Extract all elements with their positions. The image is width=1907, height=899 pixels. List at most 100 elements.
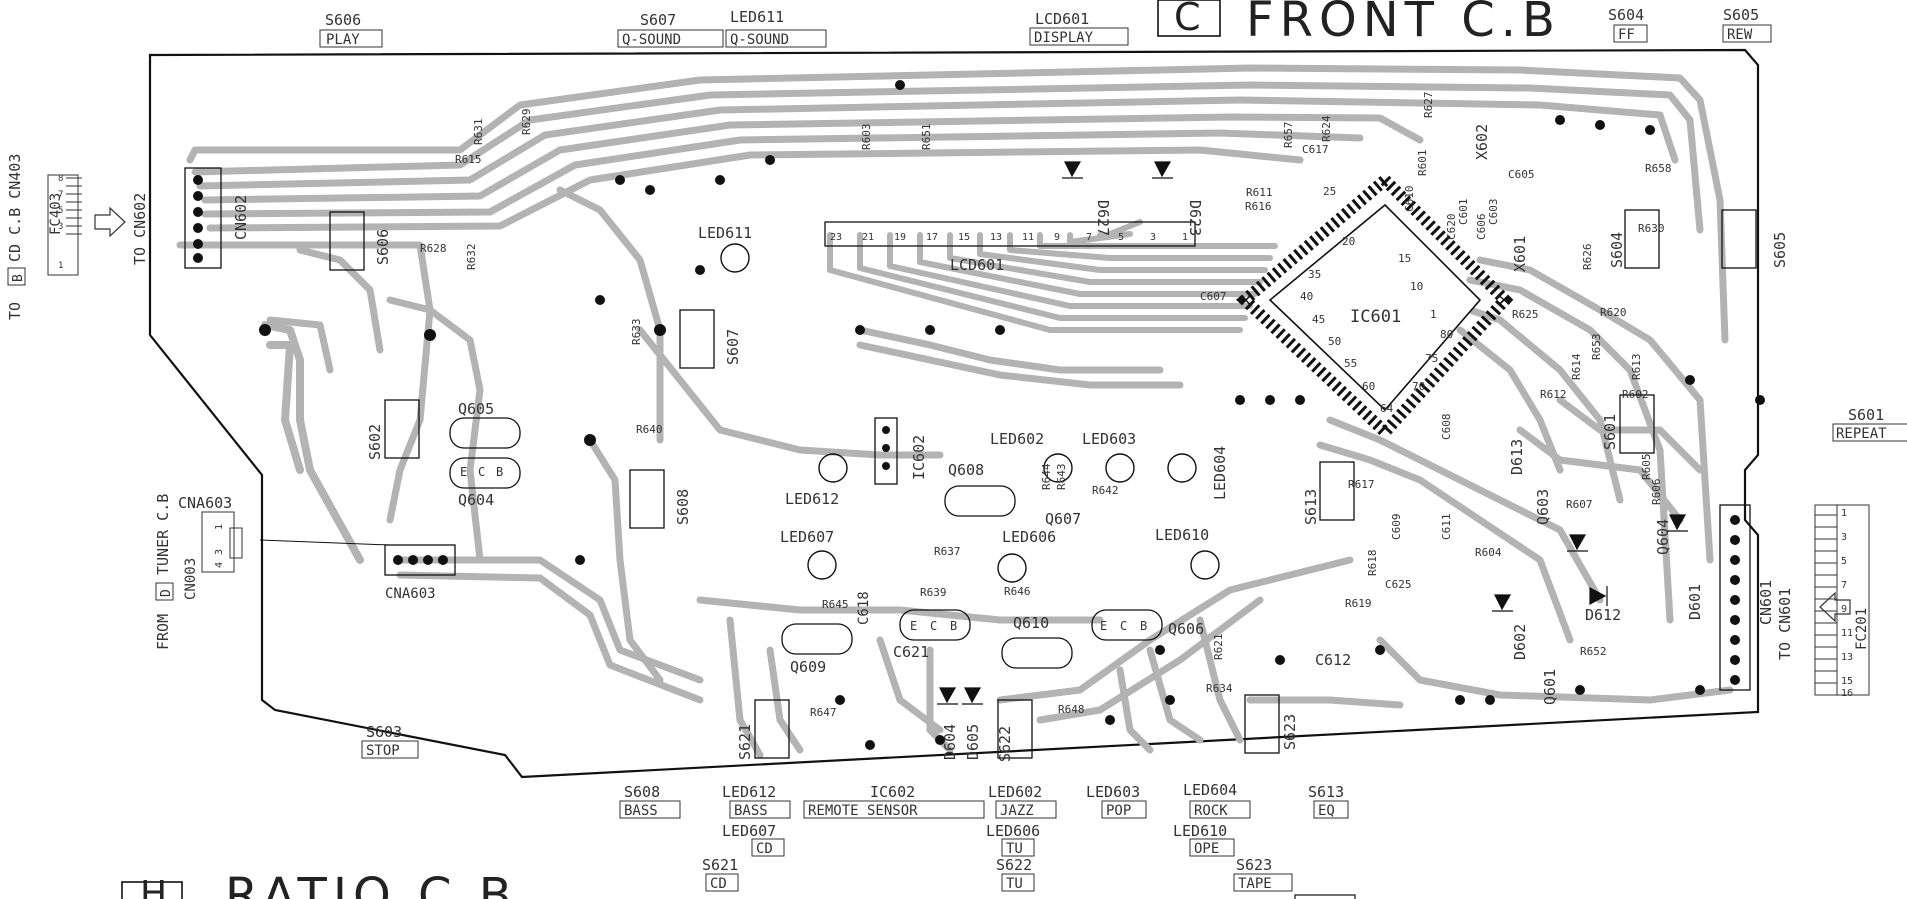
svg-text:S621: S621 xyxy=(736,724,754,760)
svg-text:D604: D604 xyxy=(941,724,959,760)
svg-text:R601: R601 xyxy=(1416,150,1429,177)
svg-text:R628: R628 xyxy=(420,242,447,255)
bottom-ref-led607: LED607 xyxy=(722,822,776,840)
board-title: C FRONT C.B xyxy=(1157,0,1561,48)
svg-text:E: E xyxy=(910,619,917,633)
bottom-func-ope: OPE xyxy=(1194,841,1219,857)
svg-text:C610: C610 xyxy=(1403,186,1416,213)
bottom-ref-led604: LED604 xyxy=(1183,781,1237,799)
svg-text:9: 9 xyxy=(1841,604,1847,615)
svg-text:1: 1 xyxy=(58,261,63,271)
svg-text:Q610: Q610 xyxy=(1013,614,1049,632)
svg-text:R616: R616 xyxy=(1245,200,1272,213)
svg-text:C621: C621 xyxy=(893,643,929,661)
top-func-q-sound-1: Q-SOUND xyxy=(622,32,681,48)
ic602-board-label: IC602 xyxy=(910,435,928,480)
bottom-ref-ic602: IC602 xyxy=(870,783,915,801)
svg-text:R645: R645 xyxy=(822,598,849,611)
side-label-group: S601 REPEAT S603 STOP xyxy=(361,406,1907,759)
svg-text:R658: R658 xyxy=(1645,162,1672,175)
bottom-title-name: RATIO C.B xyxy=(225,868,518,899)
svg-text:D605: D605 xyxy=(964,724,982,760)
cn601-board-label: CN601 xyxy=(1757,580,1775,625)
svg-text:3: 3 xyxy=(1150,232,1156,243)
svg-text:C607: C607 xyxy=(1200,290,1227,303)
bottom-label-group: S608 BASS LED612 BASS IC602 REMOTE SENSO… xyxy=(619,781,1349,892)
svg-text:X601: X601 xyxy=(1511,236,1529,272)
cna603-side-pins: 1 3 4 xyxy=(214,524,225,568)
capacitor-board-labels: C617 C610 C605 C620 C606 C607 C608 C609 … xyxy=(856,143,1535,669)
cd-cb-text: CD C.B CN403 xyxy=(6,154,24,262)
svg-text:LED604: LED604 xyxy=(1211,446,1229,500)
svg-text:R639: R639 xyxy=(920,586,947,599)
svg-text:D627: D627 xyxy=(1094,200,1112,236)
svg-text:7: 7 xyxy=(58,190,63,200)
top-func-q-sound-2: Q-SOUND xyxy=(730,32,789,48)
solder-pads xyxy=(259,80,1765,750)
svg-text:23: 23 xyxy=(830,232,842,243)
svg-text:R640: R640 xyxy=(636,423,663,436)
from-tuner-label: FROM xyxy=(154,614,172,650)
svg-text:R652: R652 xyxy=(1580,645,1607,658)
svg-text:R617: R617 xyxy=(1348,478,1375,491)
top-ref-s607: S607 xyxy=(640,11,676,29)
svg-text:Q606: Q606 xyxy=(1168,620,1204,638)
svg-text:C611: C611 xyxy=(1440,514,1453,541)
bottom-func-pop: POP xyxy=(1106,803,1131,819)
svg-text:13: 13 xyxy=(1841,652,1853,663)
transistor-footprints xyxy=(449,417,1163,669)
bottom-ref-led612: LED612 xyxy=(722,783,776,801)
svg-text:7: 7 xyxy=(1841,580,1847,591)
bottom-func-remote-sensor: REMOTE SENSOR xyxy=(808,803,918,819)
bottom-ref-led610: LED610 xyxy=(1173,822,1227,840)
copper-traces xyxy=(176,64,1734,759)
svg-text:R651: R651 xyxy=(920,124,933,151)
svg-text:D623: D623 xyxy=(1186,200,1204,236)
svg-text:S605: S605 xyxy=(1771,232,1789,268)
svg-text:R615: R615 xyxy=(455,153,482,166)
ic601-pin-60: 60 xyxy=(1362,380,1375,393)
svg-text:R625: R625 xyxy=(1512,308,1539,321)
svg-text:16: 16 xyxy=(1841,688,1853,699)
side-ref-s601: S601 xyxy=(1848,406,1884,424)
to-cn602-label: TO CN602 xyxy=(131,193,149,265)
ic601-pin-25: 25 xyxy=(1323,185,1336,198)
side-func-repeat: REPEAT xyxy=(1836,426,1887,442)
top-func-ff: FF xyxy=(1618,27,1635,43)
svg-text:LED612: LED612 xyxy=(785,490,839,508)
svg-text:Q607: Q607 xyxy=(1045,510,1081,528)
to-cn601-label: TO CN601 xyxy=(1776,588,1794,660)
svg-text:R606: R606 xyxy=(1650,479,1663,506)
side-func-stop: STOP xyxy=(366,743,400,759)
cn602-connector: CN602 xyxy=(184,167,250,269)
title-name: FRONT C.B xyxy=(1246,0,1561,48)
svg-text:R613: R613 xyxy=(1630,354,1643,381)
ic601-chip: IC601 20 35 40 45 50 55 60 64 70 75 80 1… xyxy=(1236,171,1514,441)
svg-text:C: C xyxy=(478,465,485,479)
svg-text:C609: C609 xyxy=(1390,514,1403,541)
cn601-connector: CN601 xyxy=(1719,504,1775,691)
cd-arrow-icon xyxy=(94,206,126,238)
top-ref-s604: S604 xyxy=(1608,6,1644,24)
bottom-ref-led606: LED606 xyxy=(986,822,1040,840)
fc403-label: FC403 xyxy=(48,193,64,235)
svg-text:C601: C601 xyxy=(1457,199,1470,226)
fc201-pin-labels: 1 3 5 7 9 11 13 15 16 xyxy=(1841,508,1853,699)
svg-text:R611: R611 xyxy=(1246,186,1273,199)
svg-text:R627: R627 xyxy=(1422,92,1435,119)
top-label-group: S606 PLAY S607 Q-SOUND LED611 Q-SOUND LC… xyxy=(319,6,1772,48)
svg-text:C612: C612 xyxy=(1315,651,1351,669)
svg-text:11: 11 xyxy=(1022,232,1034,243)
bottom-partial-title: H RATIO C.B xyxy=(121,868,1356,899)
bottom-func-tu-2: TU xyxy=(1006,876,1023,892)
left-cd-connector-annotation: TO B CD C.B CN403 FC403 8 7 5 3 1 TO CN6… xyxy=(6,154,149,320)
led-board-labels: LED611 LED612 LED607 LED602 LED603 LED60… xyxy=(698,224,1229,546)
svg-text:R624: R624 xyxy=(1320,115,1333,142)
svg-text:C606: C606 xyxy=(1475,214,1488,241)
left-tuner-connector-annotation: FROM D TUNER C.B CN003 CNA603 1 3 4 xyxy=(154,494,243,650)
bottom-func-tu-1: TU xyxy=(1006,841,1023,857)
svg-text:S607: S607 xyxy=(724,329,742,365)
svg-text:R631: R631 xyxy=(472,119,485,146)
svg-text:4: 4 xyxy=(214,562,225,568)
